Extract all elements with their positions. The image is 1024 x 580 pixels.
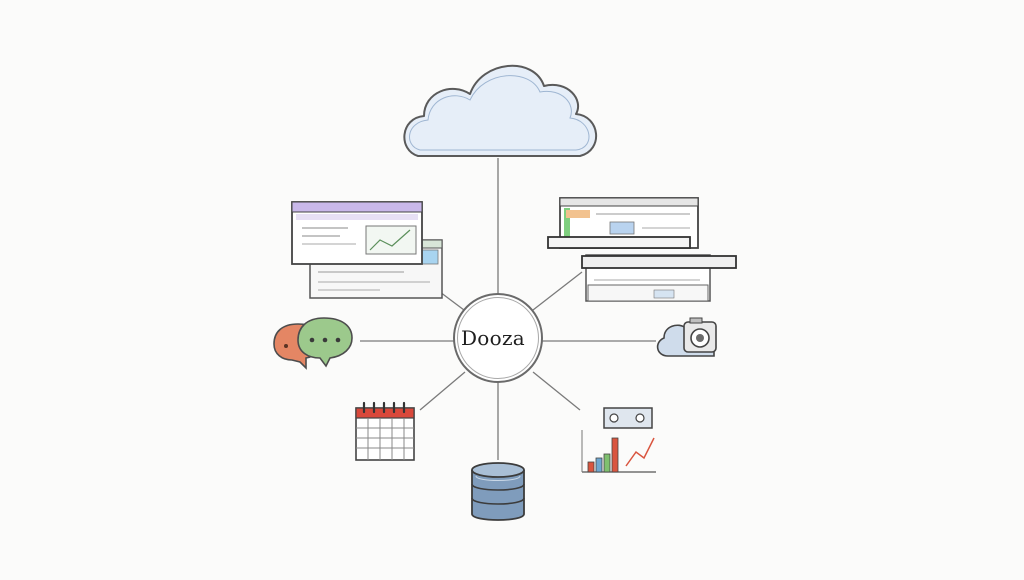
hub-label: Dooza — [460, 326, 526, 350]
cloud-icon — [403, 64, 597, 157]
bar-chart-icon — [581, 407, 656, 473]
hub-circle — [453, 293, 543, 383]
cloud-camera-icon — [656, 317, 717, 357]
connector-web-left — [439, 291, 465, 311]
browser-windows-icon-left — [291, 201, 443, 299]
chat-bubbles-icon — [273, 317, 353, 370]
database-icon — [471, 462, 525, 521]
connector-web-right — [532, 271, 583, 311]
connector-analytics — [532, 371, 581, 411]
calendar-icon — [355, 401, 415, 461]
browser-windows-icon-right — [547, 197, 737, 302]
connectors — [360, 158, 656, 460]
connector-calendar — [419, 371, 466, 411]
